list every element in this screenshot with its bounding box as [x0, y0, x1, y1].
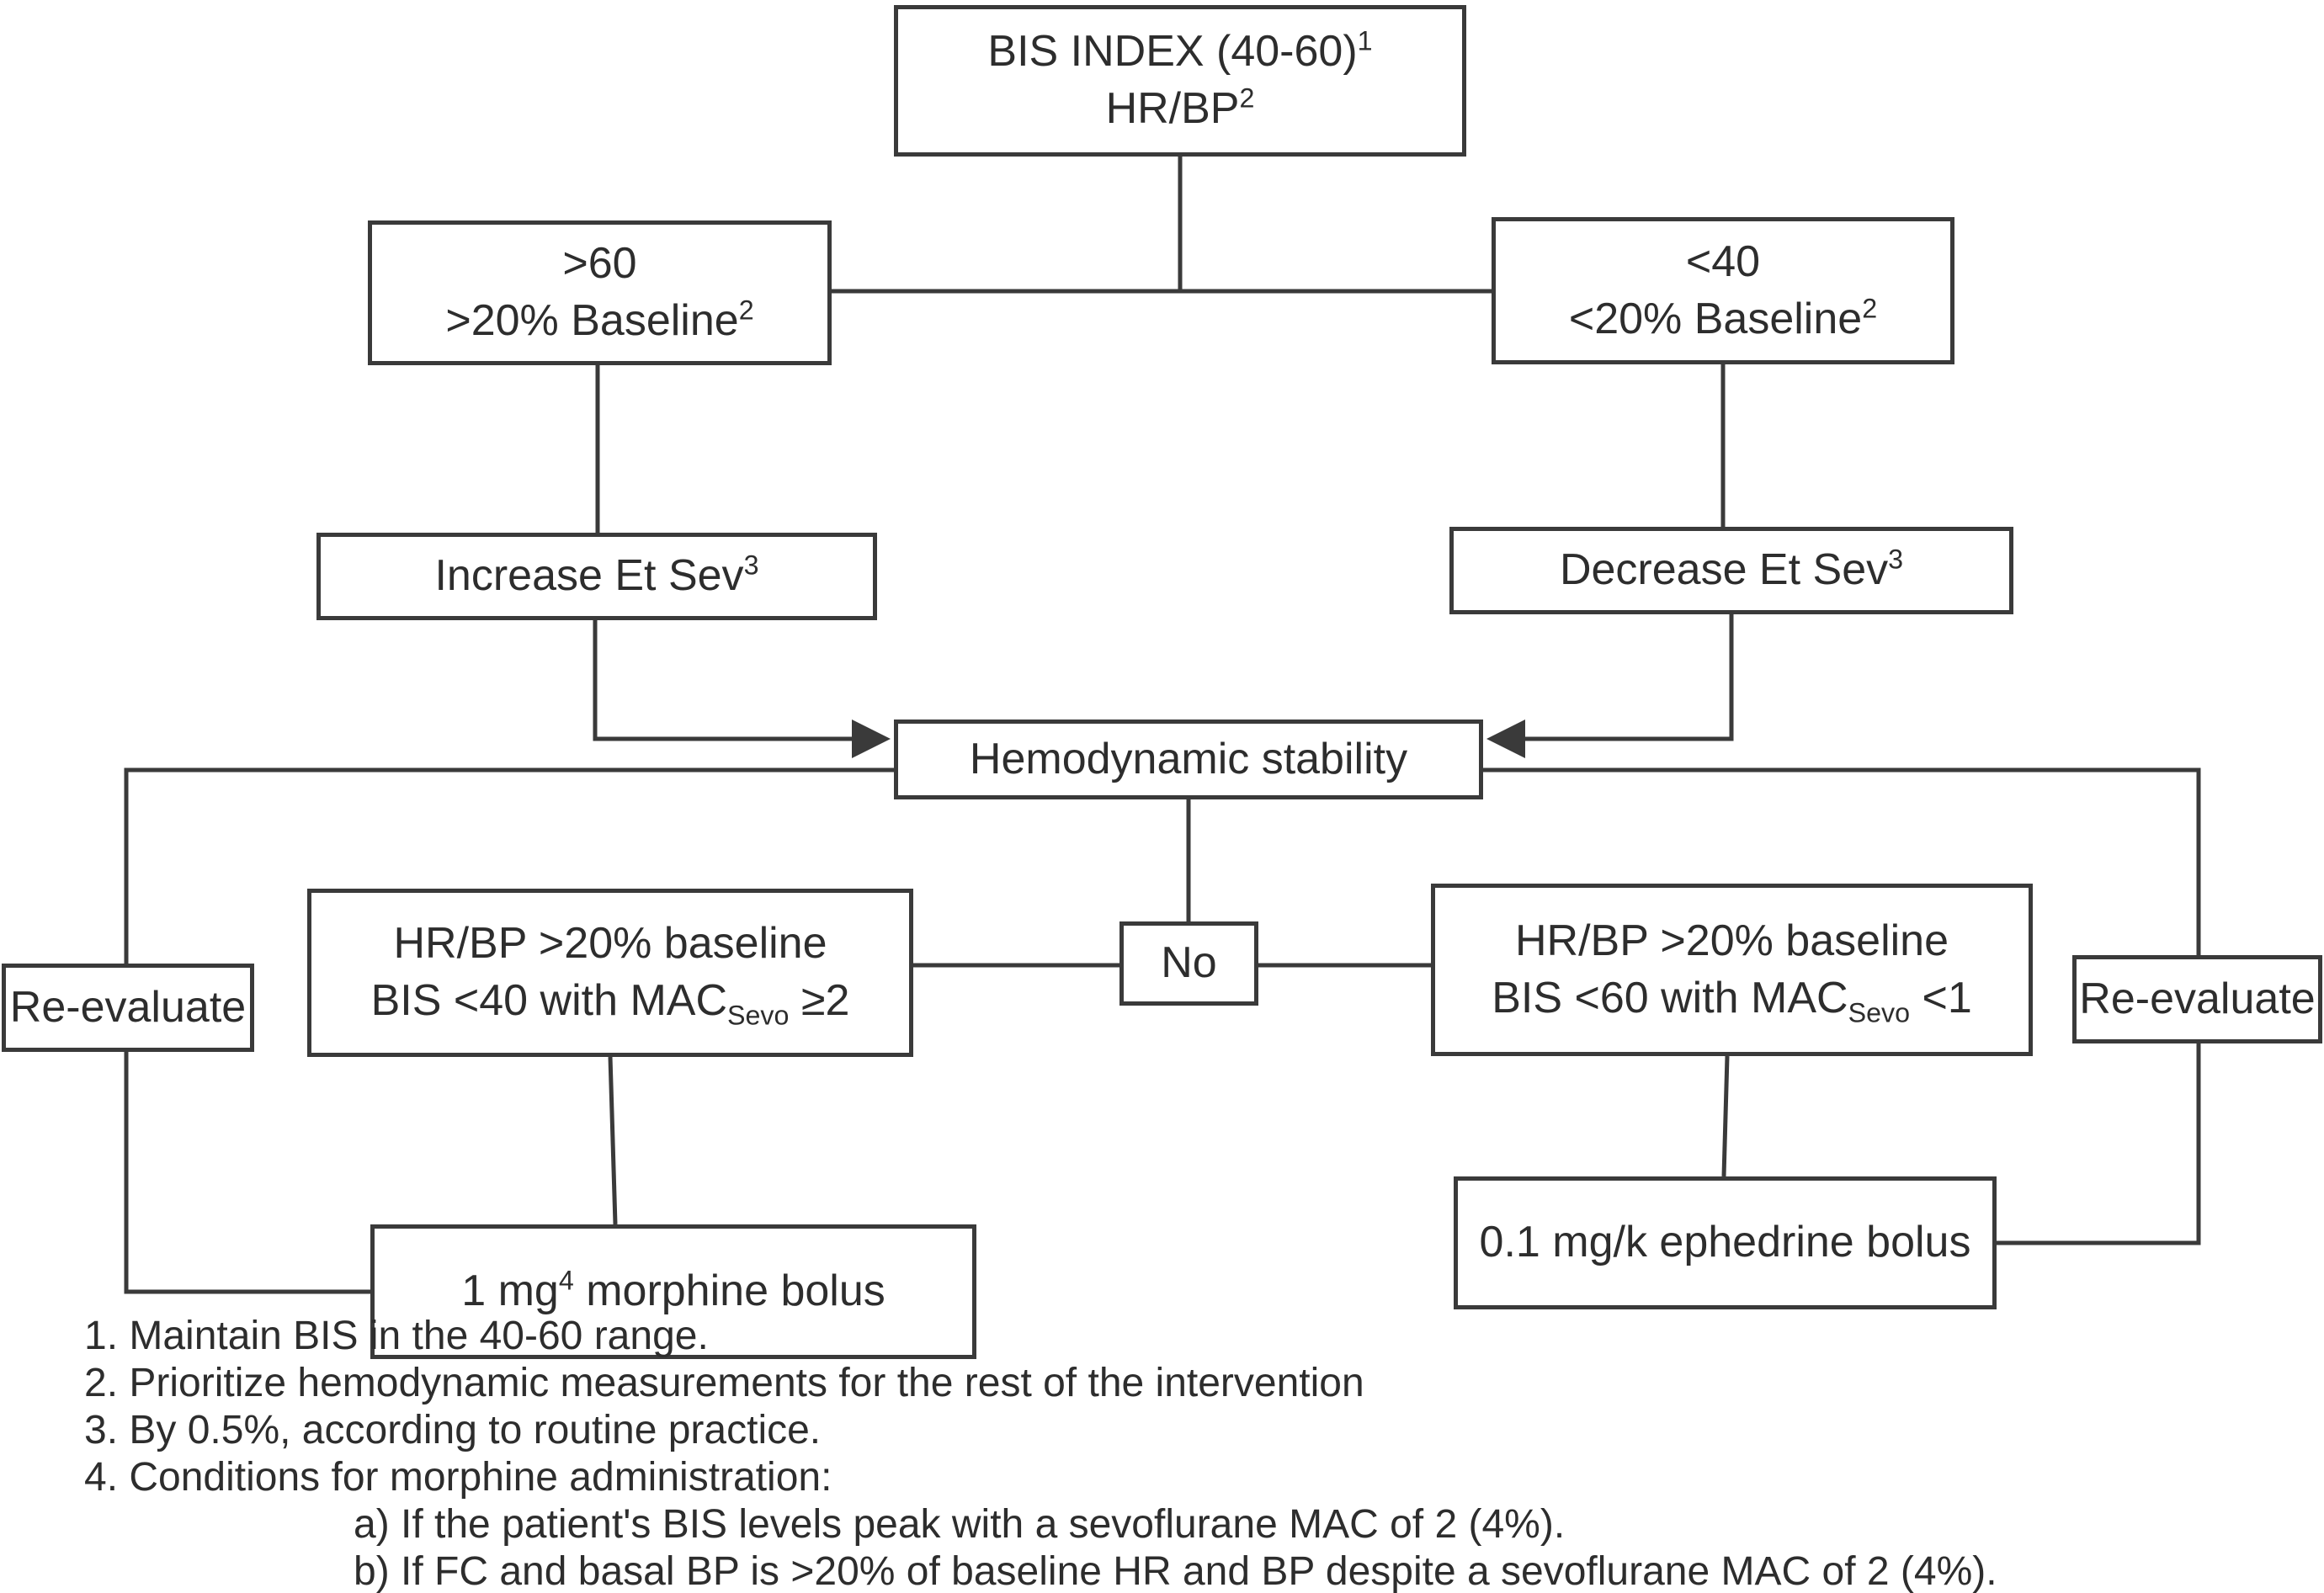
- node-reevaluate-right: Re-evaluate: [2072, 955, 2322, 1043]
- hemodynamic-stability-label: Hemodynamic stability: [969, 734, 1408, 783]
- bis-index-line1: BIS INDEX (40-60)1: [987, 26, 1373, 77]
- node-decrease-sev: Decrease Et Sev3: [1449, 527, 2013, 614]
- node-high-branch: >60 >20% Baseline2: [368, 220, 832, 365]
- footnotes-block: 1. Maintain BIS in the 40-60 range. 2. P…: [84, 1313, 2239, 1593]
- ephedrine-bolus-label: 0.1 mg/k ephedrine bolus: [1479, 1218, 1971, 1267]
- low-branch-line2: <20% Baseline2: [1568, 293, 1878, 343]
- node-condition-left: HR/BP >20% baseline BIS <40 with MACSevo…: [307, 889, 913, 1057]
- footnote-4b: b) If FC and basal BP is >20% of baselin…: [354, 1549, 1997, 1593]
- node-condition-right: HR/BP >20% baseline BIS <60 with MACSevo…: [1431, 884, 2033, 1056]
- footnote-1: 1. Maintain BIS in the 40-60 range.: [84, 1314, 709, 1358]
- condition-left-line1: HR/BP >20% baseline: [393, 919, 827, 969]
- node-reevaluate-left: Re-evaluate: [2, 964, 254, 1052]
- morphine-bolus-label: 1 mg4 morphine bolus: [461, 1265, 885, 1316]
- high-branch-line2: >20% Baseline2: [445, 295, 754, 345]
- node-no: No: [1119, 921, 1258, 1006]
- connector-rightcond-to-ephedrine: [1721, 1055, 1730, 1177]
- node-hemodynamic-stability: Hemodynamic stability: [894, 720, 1483, 799]
- node-low-branch: <40 <20% Baseline2: [1492, 217, 1954, 364]
- bis-index-line2: HR/BP2: [1105, 82, 1255, 133]
- reevaluate-left-label: Re-evaluate: [9, 982, 247, 1032]
- reevaluate-right-label: Re-evaluate: [2079, 974, 2316, 1023]
- node-ephedrine-bolus: 0.1 mg/k ephedrine bolus: [1454, 1176, 1997, 1309]
- condition-right-line2: BIS <60 with MACSevo <1: [1492, 973, 1972, 1027]
- connector-leftcond-to-morphine: [608, 1056, 618, 1225]
- low-branch-line1: <40: [1685, 236, 1761, 286]
- arrowhead-left-icon: [852, 720, 891, 758]
- footnote-3: 3. By 0.5%, according to routine practic…: [84, 1408, 822, 1452]
- arrowhead-right-icon: [1486, 720, 1525, 758]
- high-branch-line1: >60: [562, 239, 637, 289]
- node-bis-index: BIS INDEX (40-60)1 HR/BP2: [894, 5, 1466, 157]
- footnote-4: 4. Conditions for morphine administratio…: [84, 1455, 832, 1500]
- condition-right-line1: HR/BP >20% baseline: [1514, 916, 1949, 965]
- footnote-2: 2. Prioritize hemodynamic measurements f…: [84, 1361, 1364, 1405]
- decrease-sev-label: Decrease Et Sev3: [1559, 544, 1904, 595]
- node-increase-sev: Increase Et Sev3: [316, 533, 877, 620]
- connector-decrease-to-hemo: [1525, 614, 1734, 741]
- node-morphine-bolus: 1 mg4 morphine bolus: [370, 1224, 976, 1359]
- increase-sev-label: Increase Et Sev3: [434, 550, 759, 601]
- condition-left-line2: BIS <40 with MACSevo ≥2: [370, 976, 850, 1031]
- connector-increase-to-hemo: [593, 620, 852, 741]
- no-label: No: [1161, 938, 1217, 988]
- footnote-4a: a) If the patient's BIS levels peak with…: [354, 1502, 1566, 1547]
